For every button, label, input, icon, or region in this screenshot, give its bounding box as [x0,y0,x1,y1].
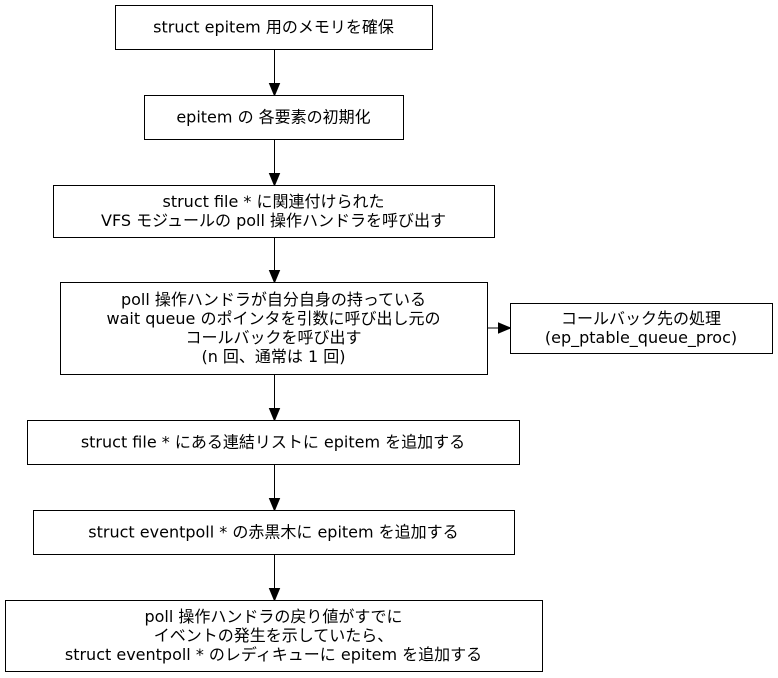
node-box [115,5,433,50]
node-box [60,282,488,375]
arrow-head [268,173,281,187]
arrow-connector [268,49,281,97]
node-rbtree: struct eventpoll * の赤黒木に epitem を追加する [33,510,515,555]
node-label-line: epitem の 各要素の初期化 [176,108,370,127]
node-box [510,303,773,354]
node-label-line: struct eventpoll * の赤黒木に epitem を追加する [88,523,458,542]
node-init: epitem の 各要素の初期化 [144,95,404,140]
node-label-line: struct file * にある連結リストに epitem を追加する [81,433,465,452]
arrow-head [268,83,281,97]
arrow-head [498,322,512,334]
node-label-line: イベントの発生を示していたら、 [154,626,394,645]
node-box [144,95,404,140]
node-alloc: struct epitem 用のメモリを確保 [115,5,433,50]
arrow-connector [487,322,512,334]
node-label-line: コールバック先の処理 [561,309,721,328]
arrow-connector [268,237,281,284]
arrow-connector [268,374,281,422]
arrow-connector [268,464,281,512]
arrow-head [268,408,281,422]
arrow-connector [268,554,281,602]
node-box [5,600,543,672]
arrow-head [268,498,281,512]
node-label-line: struct epitem 用のメモリを確保 [153,18,394,37]
node-ready: poll 操作ハンドラの戻り値がすでにイベントの発生を示していたら、struct… [5,600,543,672]
node-label-line: VFS モジュールの poll 操作ハンドラを呼び出す [101,211,446,230]
node-file-list: struct file * にある連結リストに epitem を追加する [27,420,520,465]
node-callback: コールバック先の処理(ep_ptable_queue_proc) [510,303,773,354]
node-label-line: (ep_ptable_queue_proc) [545,328,737,348]
node-label-line: poll 操作ハンドラの戻り値がすでに [144,607,402,626]
node-box [33,510,515,555]
node-label-line: wait queue のポインタを引数に呼び出し元の [107,309,441,328]
node-box [53,185,495,238]
node-label-line: struct eventpoll * のレディキューに epitem を追加する [65,645,482,664]
arrow-head [268,270,281,284]
node-label-line: struct file * に関連付けられた [162,192,384,211]
arrow-head [268,588,281,602]
node-label-line: コールバックを呼び出す [185,328,361,347]
node-label-line: poll 操作ハンドラが自分自身の持っている [121,290,426,309]
node-box [27,420,520,465]
arrow-connector [268,139,281,187]
node-label-line: (n 回、通常は 1 回) [201,347,345,366]
